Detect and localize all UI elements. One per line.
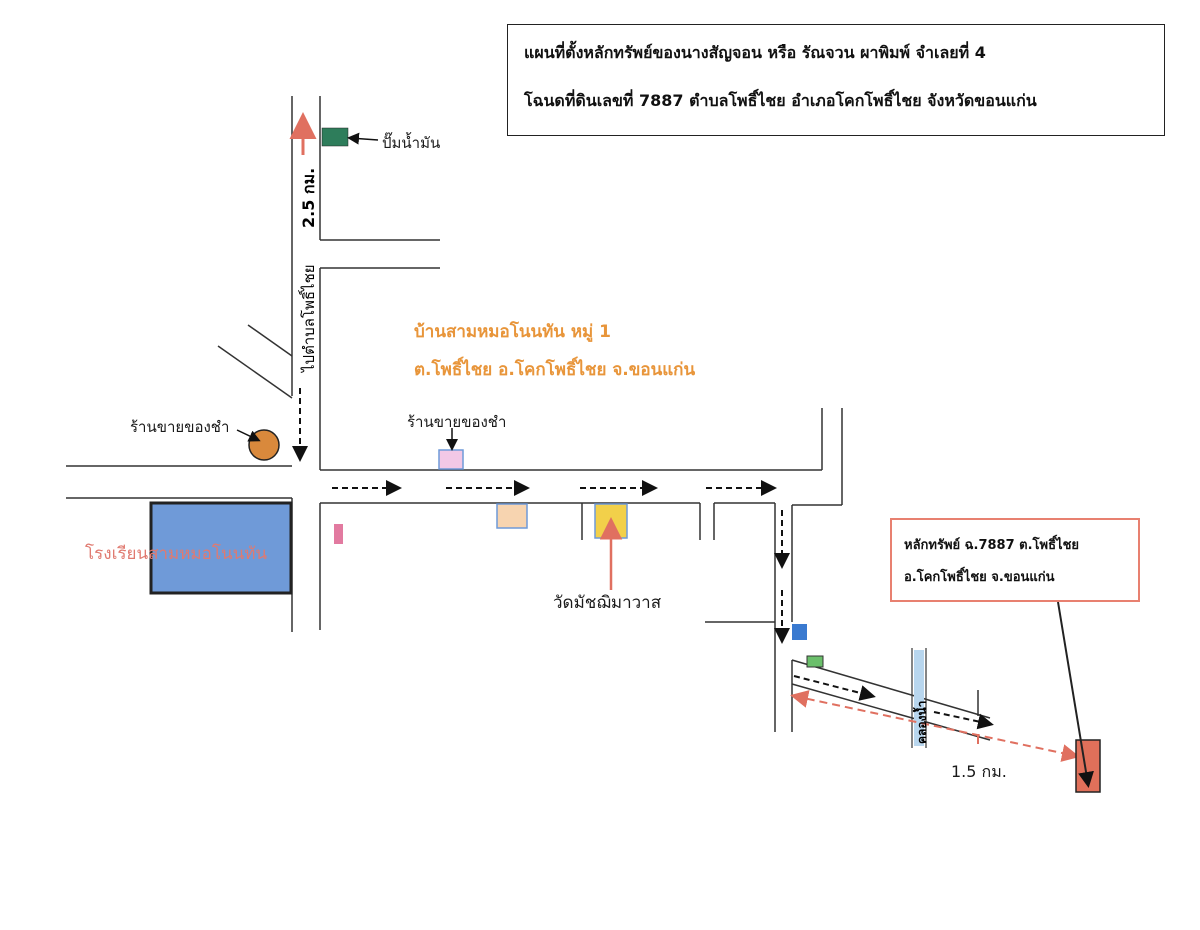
building-blue: [792, 624, 807, 640]
property-pointer: [1057, 601, 1094, 788]
direction-arrows: [292, 388, 994, 730]
property-line-1: หลักทรัพย์ ฉ.7887 ต.โพธิ์ไชย: [904, 538, 1080, 553]
building-peach: [496, 503, 528, 529]
main-road-north: [291, 96, 440, 470]
distance-east-label: 1.5 กม.: [951, 762, 1007, 781]
title-box: แผนที่ตั้งหลักทรัพย์ของนางสัญจอน หรือ รั…: [507, 24, 1165, 136]
diagonal-road-west: [217, 324, 293, 399]
canal-label: คลองน้ำ: [915, 700, 929, 744]
grocery-left-marker: [248, 429, 280, 461]
title-line-2: โฉนดที่ดินเลขที่ 7887 ตำบลโพธิ์ไชย อำเภอ…: [524, 91, 1037, 110]
main-road-east-west: [66, 408, 843, 632]
distance-north-label: 2.5 กม.: [299, 167, 318, 228]
distance-line: [790, 690, 1080, 762]
grocery-center-marker: [438, 449, 464, 470]
school-building: [149, 501, 293, 595]
grocery-left-label: ร้านขายของชำ: [130, 418, 230, 436]
village-label-2: ต.โพธิ์ไชย อ.โคกโพธิ์ไชย จ.ขอนแก่น: [414, 360, 696, 380]
grocery-center-label: ร้านขายของชำ: [407, 413, 507, 431]
property-line-2: อ.โคกโพธิ์ไชย จ.ขอนแก่น: [904, 570, 1055, 585]
property-info-box: หลักทรัพย์ ฉ.7887 ต.โพธิ์ไชย อ.โคกโพธิ์ไ…: [890, 518, 1140, 602]
gas-station-label: ปั๊มน้ำมัน: [382, 134, 441, 152]
temple-label: วัดมัชฌิมาวาส: [553, 593, 662, 613]
road-to-label: ไปตำบลโพธิ์ไชย: [300, 264, 318, 372]
gas-station-marker: [321, 127, 349, 147]
building-green: [806, 655, 824, 668]
school-label: โรงเรียนสามหมอโนนทัน: [85, 544, 268, 564]
property-marker: [1075, 739, 1101, 793]
title-line-1: แผนที่ตั้งหลักทรัพย์ของนางสัญจอน หรือ รั…: [524, 43, 986, 62]
village-label-1: บ้านสามหมอโนนทัน หมู่ 1: [414, 322, 611, 342]
